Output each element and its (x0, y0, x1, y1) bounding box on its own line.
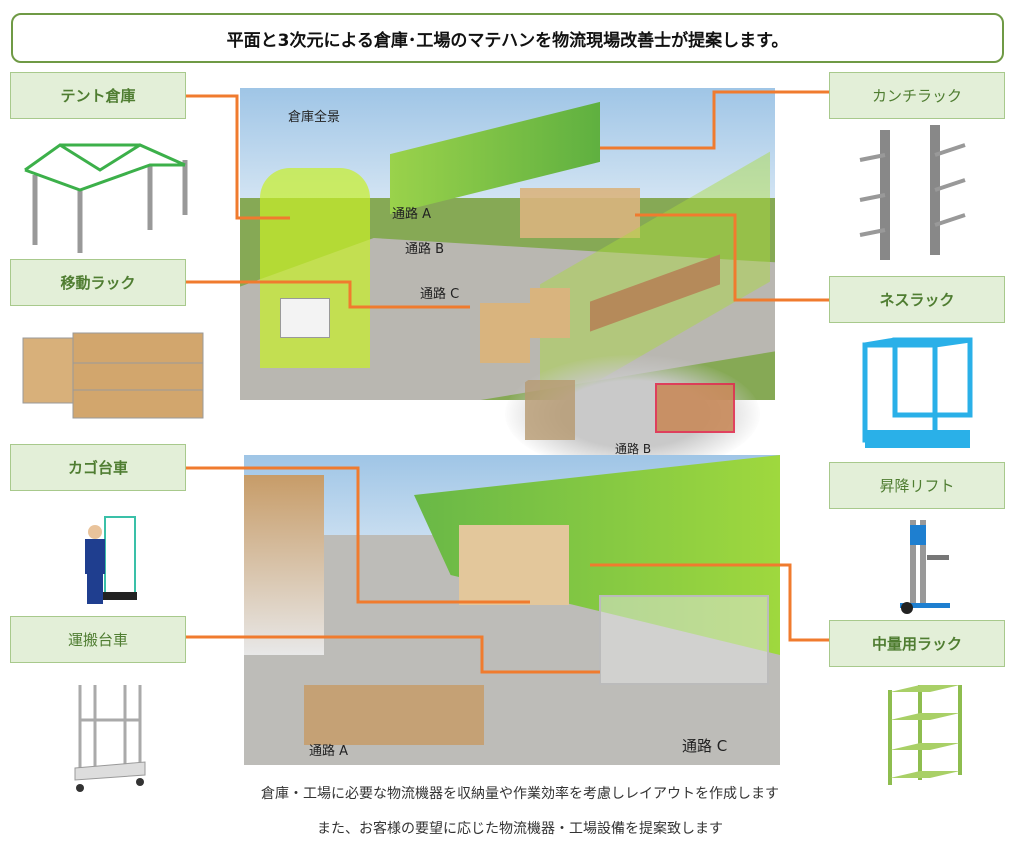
label-lift[interactable]: 昇降リフト (829, 462, 1005, 509)
inset-aisle-label: 通路 B (615, 442, 652, 456)
mobile-rack-image (22, 332, 204, 419)
aisle-b-inset-image: 通路 B (505, 355, 760, 473)
medium-rack-image (888, 685, 962, 785)
label-transport-cart[interactable]: 運搬台車 (10, 616, 186, 663)
warehouse-interior-image: 通路 A 通路 C (244, 455, 780, 765)
label-text: 移動ラック (60, 274, 136, 292)
label-text: テント倉庫 (60, 87, 136, 105)
label-text: ネスラック (879, 291, 955, 309)
aisle-c-label: 通路 C (682, 737, 728, 755)
label-text: 中量用ラック (871, 635, 962, 653)
caption-line-1: 倉庫・工場に必要な物流機器を収納量や作業効率を考慮しレイアウトを作成します (261, 786, 779, 802)
nestable-rack-image (862, 337, 973, 448)
label-text: 昇降リフト (879, 477, 955, 495)
warehouse-overview-image: 倉庫全景 通路 A 通路 B 通路 C (240, 88, 775, 400)
label-text: カゴ台車 (67, 459, 128, 477)
caption-line-2: また、お客様の要望に応じた物流機器・工場設備を提案致します (317, 821, 723, 837)
aisle-a-label: 通路 A (392, 207, 432, 222)
label-mobile-rack[interactable]: 移動ラック (10, 259, 186, 306)
label-tent-warehouse[interactable]: テント倉庫 (10, 72, 186, 119)
aisle-b-label: 通路 B (405, 242, 445, 257)
roll-cage-image (85, 516, 137, 604)
label-text: カンチラック (871, 87, 962, 105)
label-cantilever-rack[interactable]: カンチラック (829, 72, 1005, 119)
aisle-c-label: 通路 C (420, 287, 460, 302)
header-banner: 平面と3次元による倉庫･工場のマテハンを物流現場改善士が提案します。 (11, 13, 1004, 63)
transport-cart-image (74, 685, 146, 792)
page-title: 平面と3次元による倉庫･工場のマテハンを物流現場改善士が提案します。 (226, 30, 789, 51)
label-roll-cage[interactable]: カゴ台車 (10, 444, 186, 491)
scene-title: 倉庫全景 (288, 110, 341, 125)
label-medium-rack[interactable]: 中量用ラック (829, 620, 1005, 667)
cantilever-rack-image (859, 125, 966, 260)
tent-frame-image (24, 143, 188, 253)
label-nestable-rack[interactable]: ネスラック (829, 276, 1005, 323)
lift-image (900, 520, 950, 614)
label-text: 運搬台車 (67, 631, 128, 649)
aisle-a-label: 通路 A (309, 744, 349, 759)
